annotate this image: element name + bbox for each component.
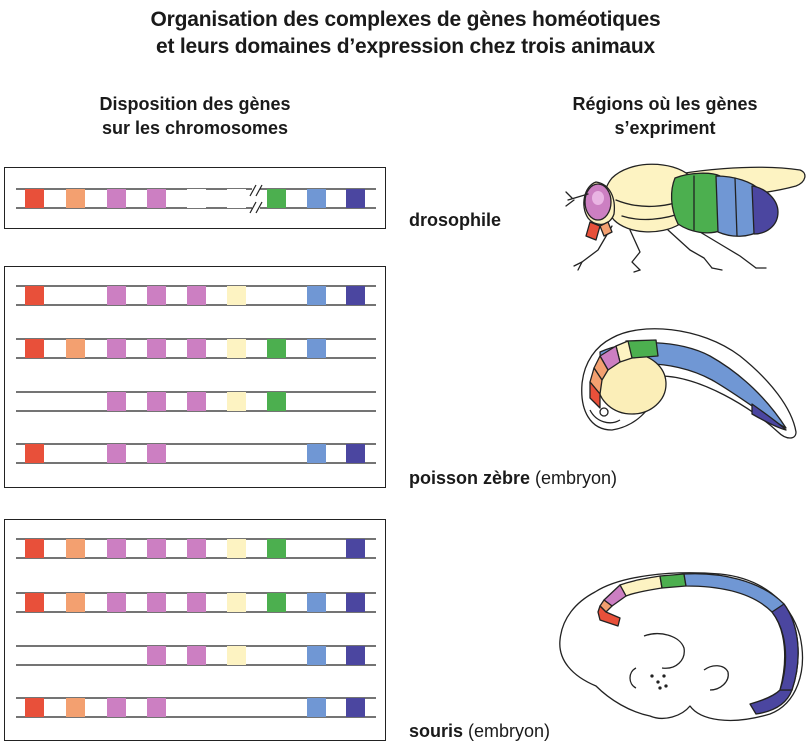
mouse-row-4-gene-red-0 (25, 698, 44, 717)
zebrafish-row-1-gene-pink-2 (107, 286, 126, 305)
label-zebrafish-suffix: (embryon) (530, 468, 618, 488)
mouse-embryo-illustration (559, 572, 804, 722)
label-drosophile: drosophile (409, 210, 501, 231)
zebrafish-row-2-gene-orange-1 (66, 339, 85, 358)
mouse-row-3-gene-pink-4 (187, 646, 206, 665)
zebrafish-row-1-gene-red-0 (25, 286, 44, 305)
right-header-line-1: Régions où les gènes (572, 94, 758, 114)
label-zebrafish-name: poisson zèbre (409, 468, 531, 488)
drosophile-row-1-gene-orange-1 (66, 189, 85, 208)
zebrafish-row-2-gene-red-0 (25, 339, 44, 358)
label-mouse-name: souris (409, 721, 464, 741)
zebrafish-row-1-gene-blue-7 (307, 286, 326, 305)
zebrafish-row-3-gene-pink-2 (107, 392, 126, 411)
drosophile-row-1-gene-red-0 (25, 189, 44, 208)
zebrafish-row-3-gene-green-6 (267, 392, 286, 411)
zebrafish-row-2-gene-blue-7 (307, 339, 326, 358)
mouse-row-3-gene-pink-3 (147, 646, 166, 665)
mouse-row-4-gene-blue-7 (307, 698, 326, 717)
mouse-row-1-gene-red-0 (25, 539, 44, 558)
title-line-2: et leurs domaines d’expression chez troi… (155, 35, 656, 58)
zebrafish-row-3-gene-pink-3 (147, 392, 166, 411)
left-header-line-1: Disposition des gènes (99, 94, 291, 114)
zebrafish-row-3-gene-cream-5 (227, 392, 246, 411)
mouse-row-4-gene-pink-3 (147, 698, 166, 717)
drosophile-row-1-gene-navy-8 (346, 189, 365, 208)
right-column-header: Régions où les gènes s’expriment (525, 92, 805, 140)
mouse-row-3-gene-blue-7 (307, 646, 326, 665)
mouse-row-2-gene-red-0 (25, 593, 44, 612)
left-column-header: Disposition des gènes sur les chromosome… (60, 92, 330, 140)
zebrafish-row-1-gene-cream-5 (227, 286, 246, 305)
zebrafish-row-4-gene-navy-8 (346, 444, 365, 463)
right-header-line-2: s’expriment (614, 118, 716, 138)
mouse-row-4-gene-pink-2 (107, 698, 126, 717)
drosophile-row-1-gene-blue-7 (307, 189, 326, 208)
mouse-row-2-gene-navy-8 (346, 593, 365, 612)
mouse-row-2-gene-green-6 (267, 593, 286, 612)
zebrafish-row-2-gene-pink-2 (107, 339, 126, 358)
mouse-row-1-gene-pink-4 (187, 539, 206, 558)
mouse-row-2-gene-pink-4 (187, 593, 206, 612)
zebrafish-row-1-gene-pink-3 (147, 286, 166, 305)
zebrafish-row-4-gene-blue-7 (307, 444, 326, 463)
zebrafish-row-2-gene-pink-4 (187, 339, 206, 358)
left-header-line-2: sur les chromosomes (101, 118, 289, 138)
zebrafish-row-4-gene-red-0 (25, 444, 44, 463)
zebrafish-row-2-gene-green-6 (267, 339, 286, 358)
mouse-row-2-gene-pink-2 (107, 593, 126, 612)
drosophile-row-1-gene-green-6 (267, 189, 286, 208)
drosophile-row-1-gene-cream-5 (227, 189, 246, 208)
label-zebrafish: poisson zèbre (embryon) (409, 468, 617, 489)
zebrafish-row-3-gene-pink-4 (187, 392, 206, 411)
label-mouse-suffix: (embryon) (463, 721, 551, 741)
zebrafish-row-2-gene-pink-3 (147, 339, 166, 358)
drosophile-row-1-gene-pink-2 (107, 189, 126, 208)
mouse-row-2-gene-blue-7 (307, 593, 326, 612)
mouse-row-3-gene-navy-8 (346, 646, 365, 665)
figure-title: Organisation des complexes de gènes homé… (0, 6, 811, 60)
zebrafish-row-1-gene-navy-8 (346, 286, 365, 305)
mouse-row-2-gene-pink-3 (147, 593, 166, 612)
mouse-row-4-gene-navy-8 (346, 698, 365, 717)
mouse-row-1-gene-pink-2 (107, 539, 126, 558)
mouse-row-1-gene-pink-3 (147, 539, 166, 558)
label-mouse: souris (embryon) (409, 721, 550, 742)
title-line-1: Organisation des complexes de gènes homé… (150, 8, 661, 31)
mouse-row-1-gene-cream-5 (227, 539, 246, 558)
zebrafish-row-2-gene-cream-5 (227, 339, 246, 358)
mouse-row-1-gene-orange-1 (66, 539, 85, 558)
zebrafish-row-4-gene-pink-2 (107, 444, 126, 463)
drosophile-row-1-gene-pink-3 (147, 189, 166, 208)
drosophile-row-1-chromosome-break (249, 184, 263, 214)
zebrafish-embryo-illustration (581, 328, 797, 439)
zebrafish-row-4-gene-pink-3 (147, 444, 166, 463)
mouse-row-2-gene-cream-5 (227, 593, 246, 612)
label-drosophile-name: drosophile (409, 210, 502, 230)
mouse-row-1-gene-navy-8 (346, 539, 365, 558)
zebrafish-row-1-gene-pink-4 (187, 286, 206, 305)
mouse-row-2-gene-orange-1 (66, 593, 85, 612)
drosophile-row-1-gene-pink-4 (187, 189, 206, 208)
mouse-row-1-gene-green-6 (267, 539, 286, 558)
mouse-row-4-gene-orange-1 (66, 698, 85, 717)
mouse-row-3-gene-cream-5 (227, 646, 246, 665)
drosophila-illustration (565, 163, 806, 273)
